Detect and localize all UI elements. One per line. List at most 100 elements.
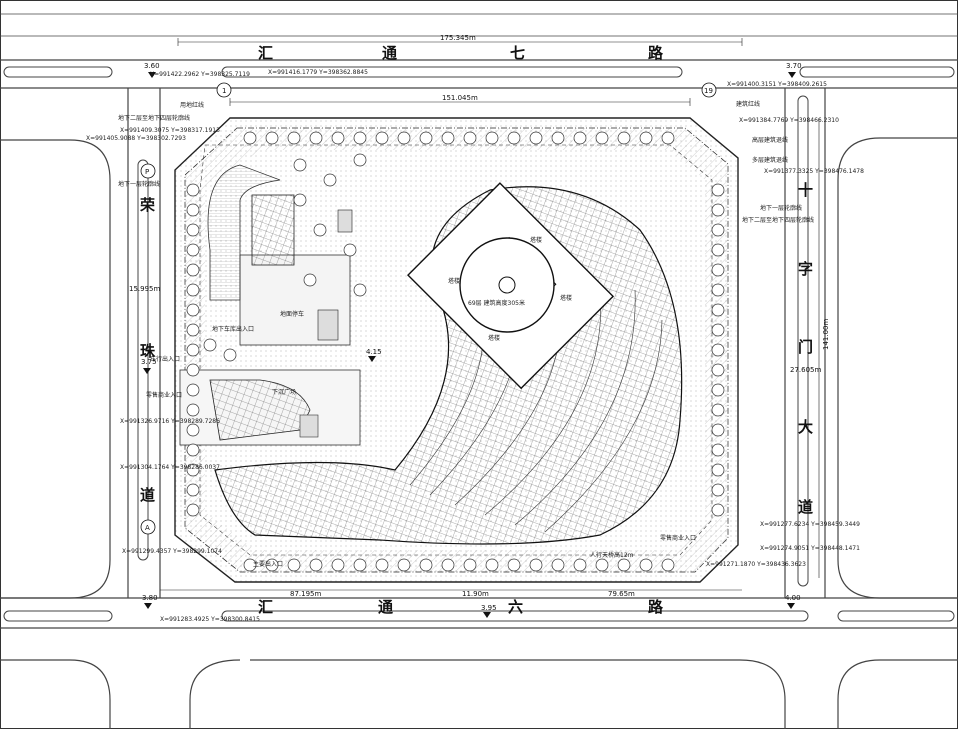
tree-icon — [711, 383, 725, 397]
tree-icon — [617, 131, 631, 145]
coord-x: X=991283.4925 Y=398300.8415 — [160, 616, 260, 623]
dim-bottom-left: 87.195m — [290, 590, 321, 598]
elevation-markers: 3.60 3.70 3.80 4.00 3.95 3.75 4.15 — [141, 62, 802, 618]
tree-icon — [661, 131, 675, 145]
tree-icon — [186, 503, 200, 517]
tree-icon — [186, 343, 200, 357]
ground-parking-area — [207, 164, 353, 346]
tree-icon — [573, 131, 587, 145]
tree-icon — [331, 558, 345, 572]
tree-icon — [529, 558, 543, 572]
tree-icon — [397, 131, 411, 145]
label-retail-plaza: 零售商业入口 — [660, 534, 696, 542]
label-highrise-setback: 高层建筑退线 — [752, 136, 788, 144]
tree-icon — [243, 131, 257, 145]
road-name-top: 汇 通 七 路 — [258, 44, 664, 62]
tree-icon — [186, 303, 200, 317]
road-right-char: 十 — [798, 181, 813, 199]
tree-icon — [711, 443, 725, 457]
label-main-entry: 主要出入口 — [253, 560, 283, 568]
label-tower-w: 塔楼 — [448, 277, 460, 285]
coord-label: X=991277.6234 Y=398459.3449 — [760, 521, 860, 528]
tree-icon — [711, 223, 725, 237]
label-tower-n: 塔楼 — [530, 236, 542, 244]
coord-label: X=991283.4925 Y=398300.8415 — [160, 616, 260, 623]
label-ground-parking: 地面停车 — [280, 310, 304, 318]
tree-icon — [441, 131, 455, 145]
road-bottom-char: 路 — [648, 598, 664, 616]
dim-top-total: 175.345m — [440, 34, 476, 42]
elev-bm: 3.95 — [481, 604, 497, 612]
tree-icon — [419, 131, 433, 145]
tree-icon — [551, 558, 565, 572]
tree-icon — [265, 131, 279, 145]
tree-icon — [463, 558, 477, 572]
tree-icon — [186, 203, 200, 217]
coord-label: X=991326.9716 Y=398289.7286 — [120, 418, 220, 425]
coord-x: X=991409.3075 Y=398317.1913 — [120, 127, 220, 134]
tree-icon — [375, 558, 389, 572]
road-right-char: 字 — [798, 260, 813, 278]
road-name-left: 荣 珠 道 — [139, 196, 156, 504]
coord-x: X=991277.6234 Y=398459.3449 — [760, 521, 860, 528]
tree-icon — [419, 558, 433, 572]
label-building-line: 建筑红线 — [736, 100, 760, 108]
label-ped-bridge: 人行天桥高12m — [590, 551, 634, 559]
elev-br: 4.00 — [785, 594, 801, 602]
elev-tl: 3.60 — [144, 62, 160, 70]
tree-icon — [711, 463, 725, 477]
road-top — [0, 13, 958, 89]
label-sunken-plaza: 下沉广场 — [272, 388, 296, 396]
tree-icon — [186, 423, 200, 437]
tree-icon — [529, 131, 543, 145]
tree-icon — [287, 558, 301, 572]
coord-label: X=991422.2962 Y=398325.7119 — [150, 71, 250, 78]
tree-icon — [323, 173, 337, 187]
tree-icon — [711, 243, 725, 257]
tree-icon — [265, 558, 279, 572]
tree-icon — [186, 443, 200, 457]
tree-icon — [287, 131, 301, 145]
tree-icon — [711, 503, 725, 517]
tree-icon — [186, 263, 200, 277]
dimension-lines — [160, 38, 820, 591]
tree-icon — [186, 283, 200, 297]
tree-icon — [711, 323, 725, 337]
tower — [407, 182, 615, 390]
tree-icon — [661, 558, 675, 572]
road-top-char: 七 — [510, 44, 525, 62]
tree-icon — [293, 193, 307, 207]
tree-icon — [711, 343, 725, 357]
road-top-char: 汇 — [258, 44, 273, 62]
tree-icon — [551, 131, 565, 145]
sunken-plaza — [179, 369, 361, 446]
coord-label: X=991377.3325 Y=398476.1478 — [764, 168, 864, 175]
label-garage-entry: 地下车库出入口 — [212, 325, 254, 333]
tree-icon — [711, 283, 725, 297]
tree-icon — [186, 243, 200, 257]
tree-icon — [711, 483, 725, 497]
tree-icon — [711, 183, 725, 197]
dim-left-inner: 15.995m — [129, 285, 160, 293]
tree-icon — [303, 273, 317, 287]
tree-icon — [186, 383, 200, 397]
tree-icon — [186, 223, 200, 237]
dim-bottom-right: 79.65m — [608, 590, 635, 598]
tree-icon — [313, 223, 327, 237]
tree-icon — [243, 558, 257, 572]
tree-icon — [186, 403, 200, 417]
tree-icon — [186, 483, 200, 497]
coord-x: X=991271.1870 Y=398436.3623 — [706, 561, 806, 568]
tree-icon — [343, 243, 357, 257]
tree-icon — [711, 303, 725, 317]
coord-label: X=991271.1870 Y=398436.3623 — [706, 561, 806, 568]
road-bottom-char: 汇 — [258, 598, 273, 616]
tree-icon — [293, 158, 307, 172]
coord-x: X=991377.3325 Y=398476.1478 — [764, 168, 864, 175]
coord-x: X=991274.9051 Y=398448.1471 — [760, 545, 860, 552]
tree-icon — [485, 558, 499, 572]
tree-icon — [711, 263, 725, 277]
tree-icon — [617, 558, 631, 572]
label-tower-s: 塔楼 — [488, 334, 500, 342]
